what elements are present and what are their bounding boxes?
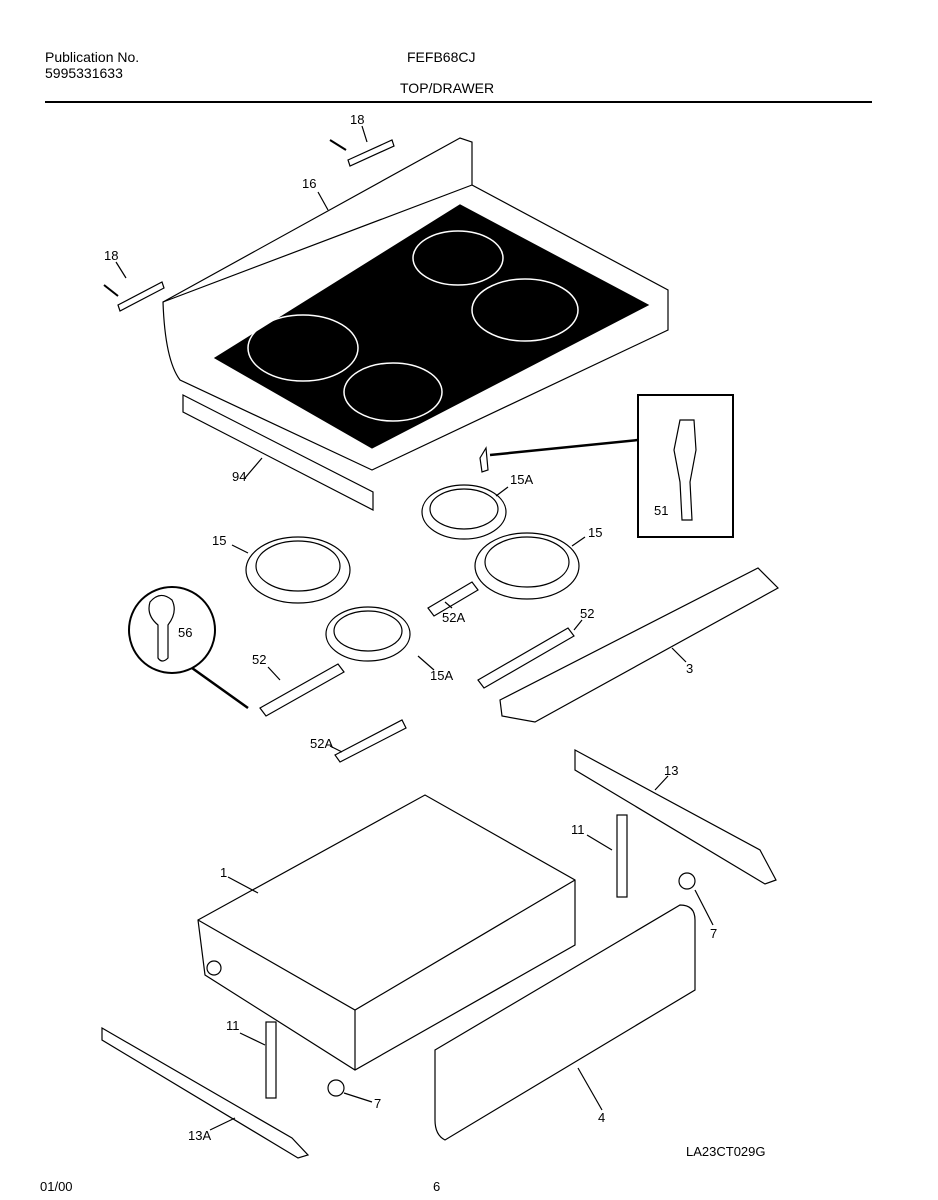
callout-52-right: 52	[580, 606, 594, 621]
publication-number: 5995331633	[45, 65, 123, 81]
callout-11-right: 11	[571, 822, 585, 837]
burner-element-right-rear	[412, 230, 504, 286]
part-18-bracket-left	[103, 281, 165, 312]
part-11-strip-right	[616, 814, 628, 898]
callout-18-top: 18	[350, 112, 364, 127]
model-number: FEFB68CJ	[407, 49, 476, 65]
callout-7-left: 7	[374, 1096, 381, 1111]
part-94-strip	[182, 394, 374, 511]
header-rule	[45, 101, 872, 103]
callout-7-right: 7	[710, 926, 717, 941]
callout-51: 51	[654, 503, 668, 518]
part-1-drawer	[197, 794, 576, 1071]
part-7-glide-right	[678, 872, 696, 890]
part-15-element-left	[245, 536, 351, 604]
callout-15a-top: 15A	[510, 472, 533, 487]
part-13-rail	[574, 748, 777, 885]
part-15a-element-top	[421, 484, 507, 540]
callout-11-left: 11	[226, 1018, 240, 1033]
burner-element-right-front	[471, 278, 579, 342]
callout-4: 4	[598, 1110, 605, 1125]
drawing-code: LA23CT029G	[686, 1144, 766, 1159]
part-56-inset	[128, 586, 249, 710]
callout-52a-top: 52A	[442, 610, 465, 625]
callout-13: 13	[664, 763, 678, 778]
part-52a-strap-bottom	[334, 719, 407, 763]
callout-15-left: 15	[212, 533, 226, 548]
part-15a-element-bottom	[325, 606, 411, 662]
part-11-strip-left	[265, 1021, 277, 1099]
part-16-cooktop	[162, 137, 669, 471]
callout-15-right: 15	[588, 525, 602, 540]
part-4-drawer-panel	[434, 904, 696, 1141]
callout-52a-bottom: 52A	[310, 736, 333, 751]
section-title: TOP/DRAWER	[400, 80, 495, 96]
part-51-inset	[479, 394, 734, 538]
part-18-bracket-top	[329, 139, 395, 167]
callout-16: 16	[302, 176, 316, 191]
callout-13a: 13A	[188, 1128, 211, 1143]
publication-label: Publication No.	[45, 49, 140, 65]
part-52-strap-right	[477, 627, 575, 689]
callout-18-left: 18	[104, 248, 118, 263]
callout-56: 56	[178, 625, 192, 640]
part-52-strap-left	[259, 663, 345, 717]
part-15-element-right	[474, 532, 580, 600]
callout-3: 3	[686, 661, 693, 676]
part-52a-strap-top	[427, 581, 479, 617]
burner-element-left-front	[247, 314, 359, 382]
callout-15a-bottom: 15A	[430, 668, 453, 683]
callout-94: 94	[232, 469, 246, 484]
page-number: 6	[433, 1179, 441, 1194]
part-13a-rail	[101, 1026, 310, 1159]
footer-date: 01/00	[40, 1179, 73, 1194]
callout-1: 1	[220, 865, 227, 880]
part-7-glide-left	[327, 1079, 345, 1097]
callout-52-left: 52	[252, 652, 266, 667]
part-3-rail	[499, 567, 779, 723]
burner-element-center-front	[343, 362, 443, 422]
